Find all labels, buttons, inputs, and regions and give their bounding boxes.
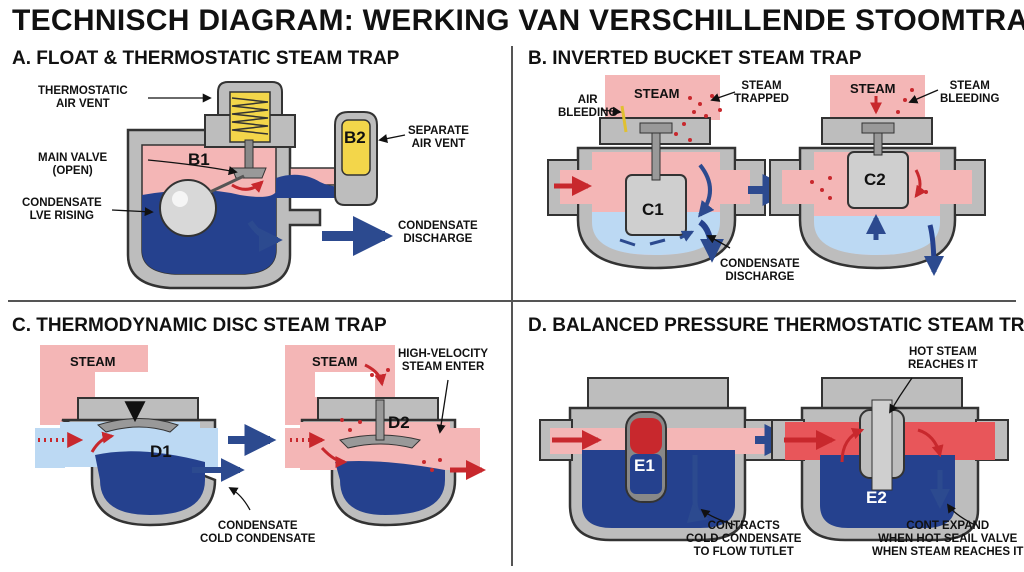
steam-label-c2: STEAM <box>312 354 358 369</box>
label-e2: E2 <box>866 488 887 507</box>
inverted-bucket-trap-1 <box>547 75 766 270</box>
steam-label-b2: STEAM <box>850 81 896 96</box>
panel-b-heading: B. INVERTED BUCKET STEAM TRAP <box>528 48 862 69</box>
main-valve-label: MAIN VALVE(OPEN) <box>38 152 108 177</box>
steam-label-b1: STEAM <box>634 86 680 101</box>
label-b2: B2 <box>344 128 366 147</box>
inverted-bucket-trap-2 <box>769 75 986 276</box>
panel-d-heading: D. BALANCED PRESSURE THERMOSTATIC STEAM … <box>528 315 1024 336</box>
label-b1: B1 <box>188 150 210 169</box>
thermodynamic-disc-trap-1 <box>35 345 245 527</box>
horizontal-divider <box>8 300 1016 302</box>
float-thermostatic-trap <box>126 81 393 290</box>
vertical-divider <box>511 46 513 566</box>
balanced-pressure-trap-2 <box>771 377 1009 542</box>
label-d1: D1 <box>150 442 172 461</box>
steam-dots-c2 <box>340 368 442 472</box>
label-e1: E1 <box>634 456 655 475</box>
label-c2: C2 <box>864 170 886 189</box>
label-c1: C1 <box>642 200 664 219</box>
panel-c-heading: C. THERMODYNAMIC DISC STEAM TRAP <box>12 315 387 336</box>
label-d2: D2 <box>388 413 410 432</box>
steam-dots-b2 <box>810 88 928 200</box>
balanced-pressure-trap-1 <box>539 377 778 542</box>
panel-a-heading: A. FLOAT & THERMOSTATIC STEAM TRAP <box>12 48 400 69</box>
steam-label-c1: STEAM <box>70 354 116 369</box>
page-title: TECHNISCH DIAGRAM: WERKING VAN VERSCHILL… <box>12 4 1024 37</box>
